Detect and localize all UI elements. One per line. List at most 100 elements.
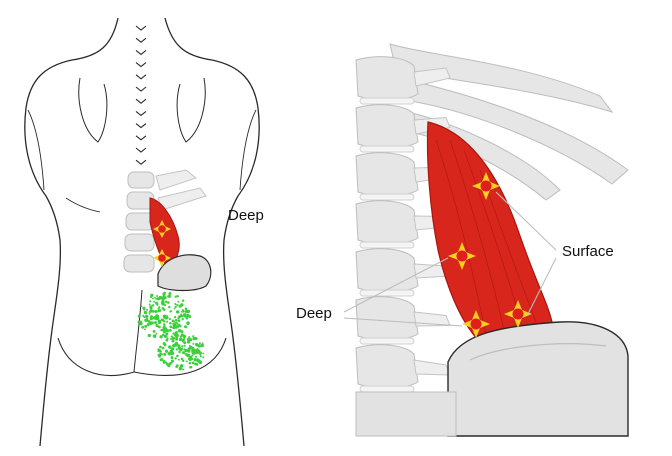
referral-dot [167,294,171,298]
referral-dot [157,348,160,351]
referral-dot [144,328,146,331]
referral-dot [148,321,152,326]
referral-dot [149,300,152,303]
referral-dot [162,333,165,337]
referral-dot [181,368,185,371]
referral-dot [153,296,156,299]
vertebra-tick [135,37,147,43]
referral-dot [156,297,161,301]
referral-dot [176,354,179,358]
referral-dot [194,336,198,340]
referral-dot [169,310,173,313]
referral-dot [165,338,169,342]
referral-dot [155,332,158,335]
referral-dot [148,303,151,306]
vertebra-tick [135,98,147,104]
left-buttock [57,337,135,376]
referral-dot [162,342,166,346]
left-shoulder-blade [78,77,108,143]
referral-dot [198,342,201,345]
pelvis-inner-curve [469,343,607,361]
referral-dot [180,314,184,318]
intervertebral-disc [359,193,415,201]
back-body-view [24,17,260,447]
referral-dot [172,332,175,335]
trigger-point-left-upper [153,220,171,238]
referral-dot [152,304,155,307]
referral-dot [166,320,169,323]
intervertebral-disc [359,289,415,297]
referral-dot [181,359,185,363]
referral-dot [181,318,184,321]
referral-dot [168,318,171,321]
referral-dot [184,307,188,311]
referral-dot [140,305,143,308]
label-deep-left: Deep [228,207,264,224]
referral-dot [152,329,156,333]
referral-dot [194,352,197,355]
referral-dot [155,301,159,305]
referral-dot [152,297,154,300]
referral-dot [139,320,142,323]
referral-dot [149,306,153,310]
referral-dot [185,360,188,363]
referral-dot [169,346,172,349]
referral-dot [178,351,181,354]
trigger-point-surface-lower [504,300,532,328]
vertebra-tick [135,159,147,165]
referral-dot [201,342,204,345]
referral-dot [156,295,159,297]
referral-dot [177,319,181,323]
referral-dot [154,309,158,314]
trigger-point-surface-upper [472,172,500,200]
referral-dot [183,315,186,318]
referral-dot [161,346,165,350]
referral-dot [174,357,177,360]
referral-dot [154,321,157,325]
referral-dot [171,339,175,343]
referral-dot [166,362,169,366]
vertebra-tick [135,25,147,31]
referral-dot [165,329,168,332]
referral-dot [195,363,199,366]
referral-dot [188,353,191,356]
referral-dot [189,338,193,342]
referral-dot [174,305,177,309]
referral-dot [168,351,171,354]
referral-dot [170,361,173,364]
referral-dot [168,329,172,332]
referral-dot [163,324,166,327]
referral-dot [157,309,160,313]
referral-dot [174,295,177,298]
referral-dot [169,291,171,294]
referral-dot [169,322,172,325]
referral-dot [173,320,176,323]
referral-dot [157,354,161,357]
trigger-point-deep-middle [448,242,476,270]
referral-dot [177,329,182,333]
body-outline [24,17,119,447]
vertebra-body [355,56,419,101]
referral-dot [162,320,166,323]
vertebra-tick [135,74,147,80]
referral-dot [193,357,197,362]
referral-dot [164,300,168,304]
referral-dot [202,352,205,355]
referral-dot [176,294,179,298]
referral-dot [137,314,141,318]
referral-dot [184,325,188,329]
referral-dot [178,305,182,308]
referral-dot [159,345,162,349]
referral-dot [183,344,186,347]
referral-dot [169,349,174,354]
referral-dot [149,309,153,313]
vertebra-tick [135,135,147,141]
spine-vertebra-marks [135,25,147,165]
vertebra-transverse-process [413,67,451,87]
referral-dot [179,325,182,328]
referral-dot [194,362,197,366]
referral-dot [162,292,166,296]
referral-dot [185,353,189,357]
referral-dot [171,336,176,340]
